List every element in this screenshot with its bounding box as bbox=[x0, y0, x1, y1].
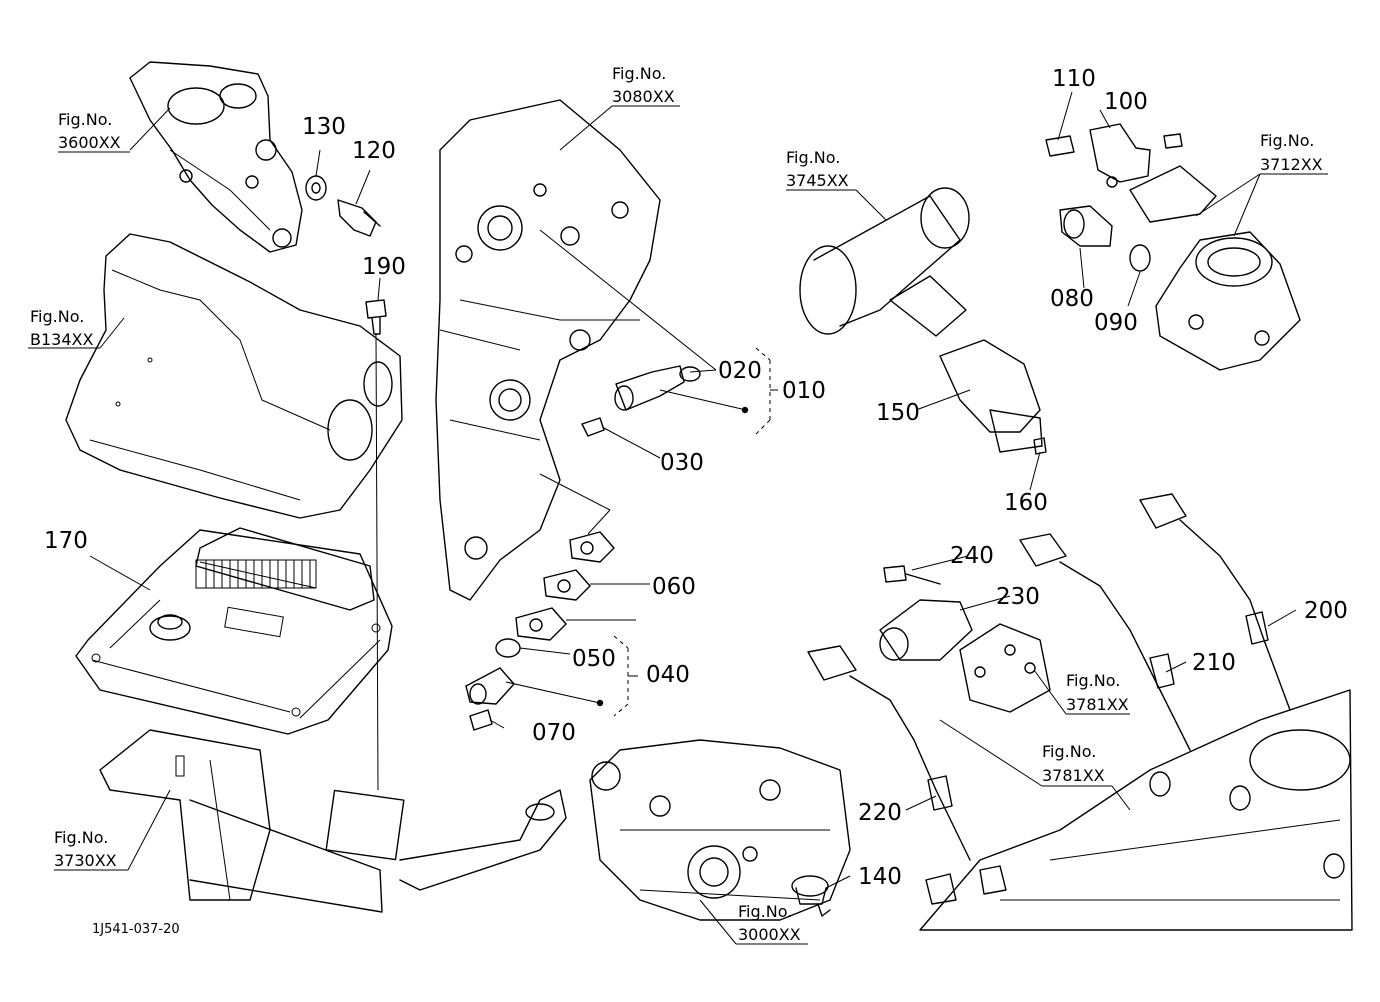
fig-ref-number: 3600XX bbox=[58, 133, 121, 152]
fig-ref-number: 3080XX bbox=[612, 87, 675, 106]
callout-060[interactable]: 060 bbox=[652, 574, 696, 600]
callout-120[interactable]: 120 bbox=[352, 138, 396, 164]
callout-140[interactable]: 140 bbox=[858, 864, 902, 890]
sensor-100-080-drawing bbox=[1045, 123, 1301, 371]
callout-010[interactable]: 010 bbox=[782, 378, 826, 404]
callout-150[interactable]: 150 bbox=[876, 400, 920, 426]
temp-sensor-120-drawing bbox=[305, 175, 381, 237]
callout-200[interactable]: 200 bbox=[1304, 598, 1348, 624]
switch-140-drawing bbox=[791, 875, 831, 917]
callout-050[interactable]: 050 bbox=[572, 646, 616, 672]
fig-ref-3781-upper[interactable]: Fig.No. 3781XX bbox=[1066, 671, 1129, 714]
air-duct-drawing bbox=[65, 233, 403, 519]
fig-ref-number: 3000XX bbox=[738, 925, 801, 944]
fig-ref-number: 3781XX bbox=[1066, 695, 1129, 714]
fig-ref-label: Fig.No. bbox=[612, 64, 666, 83]
fig-ref-label: Fig.No. bbox=[30, 307, 84, 326]
callout-080[interactable]: 080 bbox=[1050, 286, 1094, 312]
fig-ref-b134[interactable]: Fig.No. B134XX bbox=[30, 307, 93, 349]
bolt-190-drawing bbox=[365, 299, 387, 791]
exhaust-sensors-drawing bbox=[807, 493, 1353, 931]
leader-lines bbox=[28, 91, 1328, 945]
bracket-drawing bbox=[99, 729, 567, 913]
lower-engine-drawing bbox=[589, 739, 851, 921]
callout-100[interactable]: 100 bbox=[1104, 89, 1148, 115]
fig-ref-label: Fig.No. bbox=[54, 828, 108, 847]
airflow-sensor-drawing bbox=[799, 187, 1047, 455]
fig-ref-3000[interactable]: Fig.No. 3000XX bbox=[738, 902, 801, 944]
callout-130[interactable]: 130 bbox=[302, 114, 346, 140]
fig-ref-3745[interactable]: Fig.No. 3745XX bbox=[786, 148, 849, 190]
callout-030[interactable]: 030 bbox=[660, 450, 704, 476]
sensor-010-drawing bbox=[581, 365, 749, 437]
callout-110[interactable]: 110 bbox=[1052, 66, 1096, 92]
fig-ref-label: Fig.No. bbox=[1260, 131, 1314, 150]
callout-090[interactable]: 090 bbox=[1094, 310, 1138, 336]
callout-240[interactable]: 240 bbox=[950, 543, 994, 569]
callout-160[interactable]: 160 bbox=[1004, 490, 1048, 516]
fig-ref-3600[interactable]: Fig.No. 3600XX bbox=[58, 110, 121, 152]
fig-ref-number: B134XX bbox=[30, 330, 93, 349]
callout-220[interactable]: 220 bbox=[858, 800, 902, 826]
fig-ref-number: 3712XX bbox=[1260, 155, 1323, 174]
fig-ref-label: Fig.No. bbox=[786, 148, 840, 167]
callout-020[interactable]: 020 bbox=[718, 358, 762, 384]
thermostat-housing-drawing bbox=[129, 61, 303, 253]
fig-ref-number: 3781XX bbox=[1042, 766, 1105, 785]
sensor-040-drawing bbox=[465, 531, 615, 731]
fig-ref-3730[interactable]: Fig.No. 3730XX bbox=[54, 828, 117, 870]
callout-040[interactable]: 040 bbox=[646, 662, 690, 688]
callout-210[interactable]: 210 bbox=[1192, 650, 1236, 676]
fig-ref-label: Fig.No. bbox=[1066, 671, 1120, 690]
fig-ref-3712[interactable]: Fig.No. 3712XX bbox=[1260, 131, 1323, 174]
callout-070[interactable]: 070 bbox=[532, 720, 576, 746]
drawing-code: 1J541-037-20 bbox=[92, 922, 180, 937]
fig-ref-3080[interactable]: Fig.No. 3080XX bbox=[612, 64, 675, 106]
fig-ref-3781-lower[interactable]: Fig.No. 3781XX bbox=[1042, 742, 1105, 785]
pressure-sensor-230-drawing bbox=[879, 565, 1051, 713]
engine-block-drawing bbox=[435, 99, 661, 601]
fig-ref-label: Fig.No. bbox=[1042, 742, 1096, 761]
callout-170[interactable]: 170 bbox=[44, 528, 88, 554]
fig-ref-number: 3730XX bbox=[54, 851, 117, 870]
fig-ref-label: Fig.No. bbox=[738, 902, 792, 921]
ecu-170-drawing bbox=[75, 527, 393, 735]
callout-230[interactable]: 230 bbox=[996, 584, 1040, 610]
callout-190[interactable]: 190 bbox=[362, 254, 406, 280]
fig-ref-number: 3745XX bbox=[786, 171, 849, 190]
fig-ref-label: Fig.No. bbox=[58, 110, 112, 129]
